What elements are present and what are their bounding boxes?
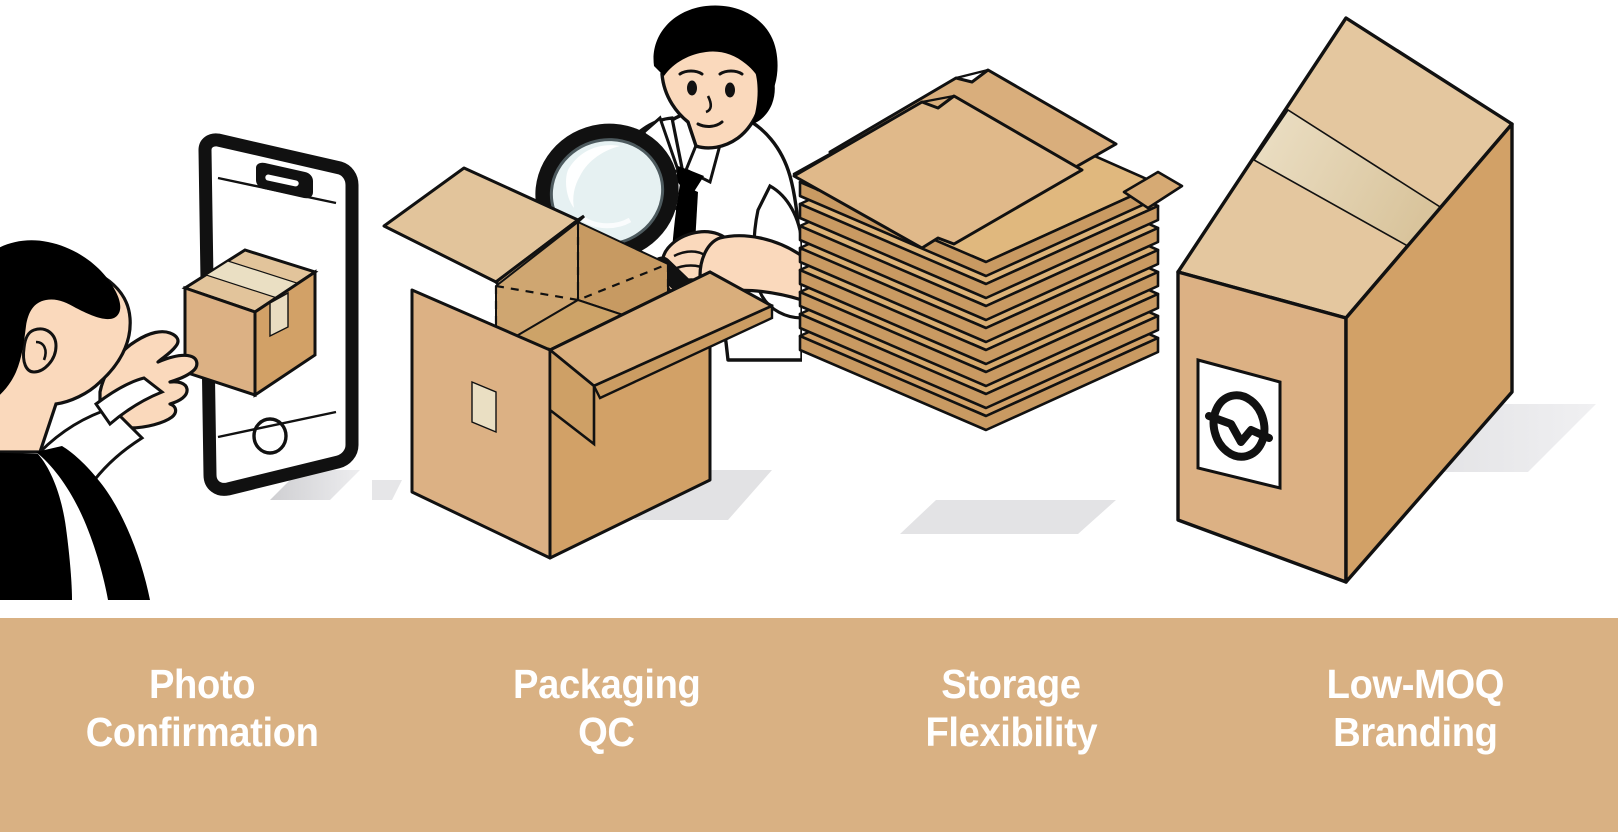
illustration-packaging-qc <box>372 0 802 618</box>
illustration-storage-flexibility <box>786 0 1192 618</box>
illustration-photo-confirmation <box>0 0 400 618</box>
caption-line-2: Flexibility <box>925 709 1098 755</box>
parcel-box-icon <box>181 248 319 398</box>
caption-line-2: Branding <box>1333 709 1499 755</box>
caption-storage-flexibility: Storage Flexibility <box>809 618 1214 832</box>
caption-line-1: Photo <box>149 661 256 707</box>
caption-line-1: Storage <box>941 661 1082 707</box>
top-flat-carton <box>792 68 1184 250</box>
caption-band: Photo Confirmation Packaging QC Storage … <box>0 618 1618 832</box>
caption-line-2: QC <box>578 709 636 755</box>
caption-line-1: Low-MOQ <box>1327 661 1505 707</box>
caption-line-1: Packaging <box>513 661 701 707</box>
drop-shadow <box>900 500 1116 534</box>
brand-label-icon <box>1196 358 1282 490</box>
caption-line-2: Confirmation <box>85 709 319 755</box>
caption-packaging-qc: Packaging QC <box>405 618 810 832</box>
caption-photo-confirmation: Photo Confirmation <box>0 618 405 832</box>
illustration-low-moq-branding <box>1176 0 1606 618</box>
flat-carton-stack-icon <box>792 68 1184 432</box>
sealed-carton-icon <box>1176 16 1514 584</box>
illustration-strip <box>0 0 1606 618</box>
caption-low-moq-branding: Low-MOQ Branding <box>1214 618 1618 832</box>
person-back-of-head-icon <box>0 240 165 600</box>
open-carton-icon <box>382 166 774 560</box>
